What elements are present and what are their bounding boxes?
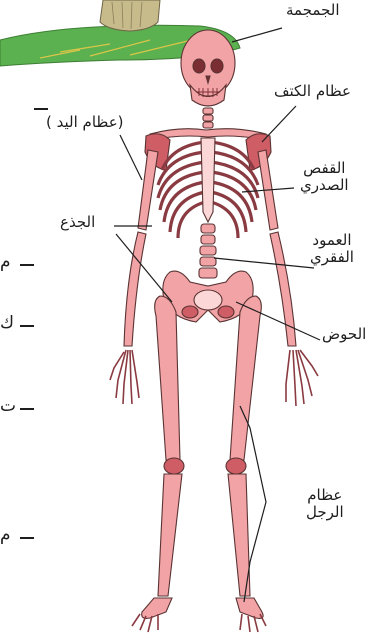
- label-leg-bones-line2: الرجل: [306, 504, 344, 521]
- fragment-dash-0: [34, 108, 48, 110]
- left-text-fragment-4: م: [0, 525, 11, 545]
- right-foot-bones: [236, 598, 266, 632]
- left-knee: [164, 458, 184, 474]
- sternum: [201, 138, 215, 222]
- fragment-dash-1: [20, 264, 34, 266]
- label-skull: الجمجمة: [286, 2, 340, 19]
- label-rib-cage-line1: القفص: [300, 160, 349, 177]
- label-rib-cage-line2: الصدري: [300, 177, 349, 194]
- left-foot-bones: [132, 598, 172, 632]
- label-trunk: الجذع: [60, 214, 95, 231]
- hand-leader: [120, 135, 142, 180]
- label-spine-line2: الفقري: [310, 249, 354, 266]
- label-pelvis: الحوض: [322, 326, 366, 343]
- left-hand-bones: [110, 350, 139, 404]
- left-shin: [158, 474, 182, 596]
- skull-leader: [232, 28, 282, 42]
- label-spine: العمود الفقري: [310, 232, 354, 267]
- right-shin: [228, 474, 250, 596]
- left-upper-arm: [138, 150, 158, 230]
- left-femur: [155, 296, 180, 460]
- tree-trunk-illustration: [100, 0, 160, 31]
- left-forearm: [124, 232, 146, 346]
- left-text-fragment-3: ت: [0, 396, 16, 416]
- left-text-fragment-1: م: [0, 252, 11, 272]
- skull-shape: [181, 30, 235, 106]
- label-shoulder-bones: عظام الكتف: [274, 83, 351, 100]
- fragment-dash-2: [20, 325, 34, 327]
- right-hand-bones: [286, 350, 318, 406]
- right-knee: [226, 458, 246, 474]
- label-leg-bones-line1: عظام: [306, 487, 344, 504]
- label-rib-cage: القفص الصدري: [300, 160, 349, 195]
- label-leg-bones: عظام الرجل: [306, 487, 344, 522]
- spine-vertebrae: [199, 224, 217, 278]
- skeleton-figure: [110, 30, 318, 632]
- shoulder-leader: [262, 106, 296, 142]
- right-femur: [230, 296, 261, 460]
- left-text-fragment-2: ك: [0, 313, 14, 333]
- label-hand-bones: (عظام اليد ): [46, 114, 124, 131]
- fragment-dash-4: [20, 537, 34, 539]
- neck-vertebrae: [203, 108, 213, 128]
- right-forearm: [270, 232, 296, 346]
- fragment-dash-3: [20, 408, 34, 410]
- label-spine-line1: العمود: [310, 232, 354, 249]
- spine-leader: [214, 258, 314, 268]
